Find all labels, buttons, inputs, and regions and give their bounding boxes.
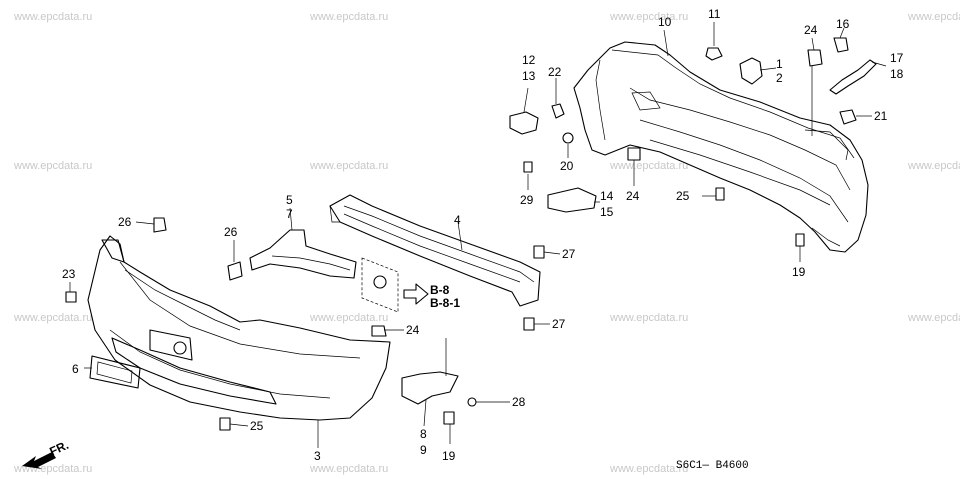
callout-24: 24	[406, 323, 420, 337]
reference-b8-1: B-8-1	[430, 296, 460, 310]
callout-14: 14	[600, 189, 614, 203]
callout-19: 19	[792, 265, 806, 279]
callout-26: 26	[118, 215, 132, 229]
bumper-beam-drawing	[329, 194, 541, 307]
direction-label: FR.	[47, 438, 70, 459]
callout-9: 9	[420, 443, 427, 457]
callout-2: 2	[776, 71, 783, 85]
callout-24: 24	[804, 23, 818, 37]
rear-bumper-small-parts	[509, 37, 877, 247]
front-bumper-drawing	[87, 235, 391, 421]
callout-15: 15	[600, 205, 614, 219]
callout-27: 27	[562, 247, 576, 261]
callout-13: 13	[522, 69, 536, 83]
callout-8: 8	[420, 427, 427, 441]
callout-1: 1	[776, 57, 783, 71]
license-plate-inner	[96, 361, 133, 384]
watermark: www.epcdata.ru	[309, 11, 388, 23]
callout-25: 25	[676, 189, 690, 203]
watermark: www.epcdata.ru	[13, 160, 92, 172]
callout-21: 21	[874, 109, 888, 123]
callout-7: 7	[286, 207, 293, 221]
callout-23: 23	[62, 267, 76, 281]
watermark: www.epcdata.ru	[309, 463, 388, 475]
callout-20: 20	[560, 159, 574, 173]
watermark: www.epcdata.ru	[609, 11, 688, 23]
callout-18: 18	[890, 67, 904, 81]
callout-29: 29	[520, 193, 534, 207]
reference-b8: B-8	[430, 283, 450, 297]
rear-bumper-drawing	[573, 41, 869, 253]
front-side-bracket-drawing	[401, 371, 459, 405]
callout-16: 16	[836, 17, 850, 31]
watermark: www.epcdata.ru	[309, 312, 388, 324]
watermark: www.epcdata.ru	[609, 312, 688, 324]
reference-box: B-8 B-8-1	[361, 257, 460, 313]
callout-26: 26	[224, 225, 238, 239]
watermark: www.epcdata.ru	[309, 160, 388, 172]
watermark: www.epcdata.ru	[13, 11, 92, 23]
side-bracket-drawing	[227, 229, 357, 281]
watermarks: www.epcdata.ru www.epcdata.ru www.epcdat…	[13, 11, 960, 475]
diagram-code: S6C1— B4600	[676, 460, 749, 472]
callout-24: 24	[626, 189, 640, 203]
front-small-parts	[65, 217, 545, 431]
callout-17: 17	[890, 51, 904, 65]
watermark: www.epcdata.ru	[907, 11, 960, 23]
callouts: 10 11 1 2 24 16 17 18 21 12 13 22 20 29 …	[62, 7, 904, 463]
watermark: www.epcdata.ru	[13, 312, 92, 324]
leader-lines	[69, 22, 887, 448]
watermark: www.epcdata.ru	[609, 463, 688, 475]
watermark: www.epcdata.ru	[907, 312, 960, 324]
callout-10: 10	[658, 15, 672, 29]
callout-27: 27	[552, 317, 566, 331]
callout-28: 28	[512, 395, 526, 409]
callout-25: 25	[250, 419, 264, 433]
callout-3: 3	[314, 449, 321, 463]
callout-6: 6	[72, 362, 79, 376]
callout-12: 12	[522, 53, 536, 67]
watermark: www.epcdata.ru	[907, 160, 960, 172]
license-plate-base-drawing	[89, 355, 141, 389]
callout-11: 11	[708, 7, 721, 21]
watermark: www.epcdata.ru	[609, 160, 688, 172]
callout-19: 19	[442, 449, 456, 463]
direction-arrow-icon	[22, 452, 56, 469]
callout-5: 5	[286, 193, 293, 207]
callout-4: 4	[454, 213, 461, 227]
callout-22: 22	[548, 65, 562, 79]
